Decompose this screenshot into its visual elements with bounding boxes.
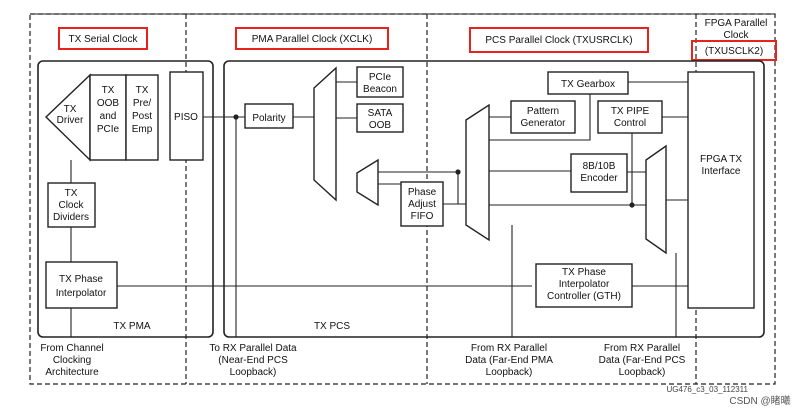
annotation-from-channel-clocking: Clocking <box>53 355 91 366</box>
fpga-side-mux <box>645 144 667 255</box>
annotation-from-channel-clocking: Architecture <box>45 367 99 378</box>
block-label-tx-phase-interpolator: Interpolator <box>56 288 107 299</box>
watermark: CSDN @睹曦 <box>729 394 790 407</box>
block-label-encoder-8b10b: 8B/10B <box>583 161 616 172</box>
annotation-to-rx-parallel: Loopback) <box>230 367 277 378</box>
pma-parallel-clock-label: PMA Parallel Clock (XCLK) <box>252 34 373 45</box>
fifo-mux <box>356 158 379 207</box>
annotation-to-rx-parallel: To RX Parallel Data <box>209 343 297 354</box>
block-label-tx-oob-pcie: OOB <box>97 98 120 109</box>
pma-clock-highlight <box>235 27 389 50</box>
piso-block <box>169 71 204 161</box>
block-label-piso: PISO <box>174 112 198 123</box>
block-label-tx-pipe-control: TX PIPE <box>611 106 650 117</box>
block-label-tx-clock-dividers: TX <box>65 188 78 199</box>
block-label-tx-oob-pcie: TX <box>102 85 115 96</box>
block-label-tx-phase-interp-controller: Interpolator <box>559 279 610 290</box>
sata-oob-block <box>356 103 404 133</box>
block-label-tx-clock-dividers: Dividers <box>53 212 89 223</box>
encoder-8b10b-block <box>570 153 628 193</box>
pattern-generator-block <box>510 100 576 134</box>
pcie-beacon-block <box>356 66 404 98</box>
tx-serial-clock-highlight <box>58 27 148 50</box>
polarity-block <box>244 103 294 129</box>
block-label-pattern-generator: Pattern <box>527 106 559 117</box>
block-label-fpga-tx-interface: Interface <box>702 166 741 177</box>
block-label-tx-pre-post-emp: Pre/ <box>133 98 152 109</box>
block-label-tx-pre-post-emp: Emp <box>132 124 153 135</box>
tx-pcs-label: TX PCS <box>314 321 350 332</box>
figure-id: UG476_c3_03_112311 <box>666 385 748 394</box>
block-label-tx-oob-pcie: and <box>100 111 117 122</box>
pcs-clock-highlight <box>469 27 649 53</box>
tx-gearbox-block <box>547 71 629 95</box>
pcs-mux <box>465 103 490 242</box>
block-label-tx-pre-post-emp: TX <box>136 85 149 96</box>
block-label-phase-adjust-fifo: Adjust <box>408 199 436 210</box>
tx-pipe-control-block <box>597 100 663 134</box>
tx-pma-pane <box>37 60 214 338</box>
tx-pma-label: TX PMA <box>113 321 151 332</box>
annotation-from-rx-far-pcs: From RX Parallel <box>604 343 680 354</box>
block-label-tx-driver: Driver <box>57 115 84 126</box>
fpga-clock-label-2: Clock <box>723 30 749 41</box>
block-label-tx-phase-interp-controller: TX Phase <box>562 267 606 278</box>
block-label-tx-clock-dividers: Clock <box>58 200 84 211</box>
tx-phase-interpolator-block <box>45 261 118 309</box>
annotation-from-rx-far-pcs: Loopback) <box>619 367 666 378</box>
block-label-polarity: Polarity <box>252 113 285 124</box>
junction-dot <box>233 114 239 120</box>
fpga-tx-interface-block <box>687 71 755 309</box>
block-label-pattern-generator: Generator <box>520 118 566 129</box>
block-label-tx-oob-pcie: PCIe <box>97 124 120 135</box>
fpga-clock-label-3: (TXUSCLK2) <box>705 46 763 57</box>
annotation-from-rx-far-pma: From RX Parallel <box>471 343 547 354</box>
annotation-from-rx-far-pcs: Data (Far-End PCS <box>599 355 686 366</box>
block-label-tx-gearbox: TX Gearbox <box>561 79 615 90</box>
pma-mux <box>313 66 337 202</box>
fpga-clock-label-1: FPGA Parallel <box>705 18 768 29</box>
tx-pre-post-emp-block <box>125 74 159 161</box>
annotation-from-rx-far-pma: Data (Far-End PMA <box>465 355 553 366</box>
block-label-tx-phase-interp-controller: Controller (GTH) <box>547 291 621 302</box>
annotation-from-channel-clocking: From Channel <box>40 343 103 354</box>
outer-frame <box>29 13 776 385</box>
block-label-sata-oob: SATA <box>368 108 393 119</box>
block-label-tx-driver: TX <box>64 104 77 115</box>
block-label-phase-adjust-fifo: Phase <box>408 187 437 198</box>
fpga-clock-highlight <box>691 40 777 61</box>
pcsmux-to-gearbox <box>489 94 591 141</box>
block-label-pcie-beacon: PCIe <box>369 72 392 83</box>
tx-oob-pcie-block <box>89 74 127 161</box>
block-label-phase-adjust-fifo: FIFO <box>411 211 434 222</box>
block-label-sata-oob: OOB <box>369 120 392 131</box>
tx-phase-interp-controller-block <box>535 263 633 308</box>
block-label-fpga-tx-interface: FPGA TX <box>700 154 742 165</box>
junction-dot <box>629 202 635 208</box>
block-label-encoder-8b10b: Encoder <box>580 173 618 184</box>
block-label-tx-pre-post-emp: Post <box>132 111 152 122</box>
block-label-tx-phase-interpolator: TX Phase <box>59 274 103 285</box>
annotation-from-rx-far-pma: Loopback) <box>486 367 533 378</box>
annotation-to-rx-parallel: (Near-End PCS <box>218 355 288 366</box>
pcs-parallel-clock-label: PCS Parallel Clock (TXUSRCLK) <box>485 35 632 46</box>
tx-serial-clock-label: TX Serial Clock <box>69 34 139 45</box>
block-label-pcie-beacon: Beacon <box>363 84 397 95</box>
tx-pcs-pane <box>223 60 765 338</box>
block-label-tx-pipe-control: Control <box>614 118 646 129</box>
junction-dot <box>455 169 461 175</box>
